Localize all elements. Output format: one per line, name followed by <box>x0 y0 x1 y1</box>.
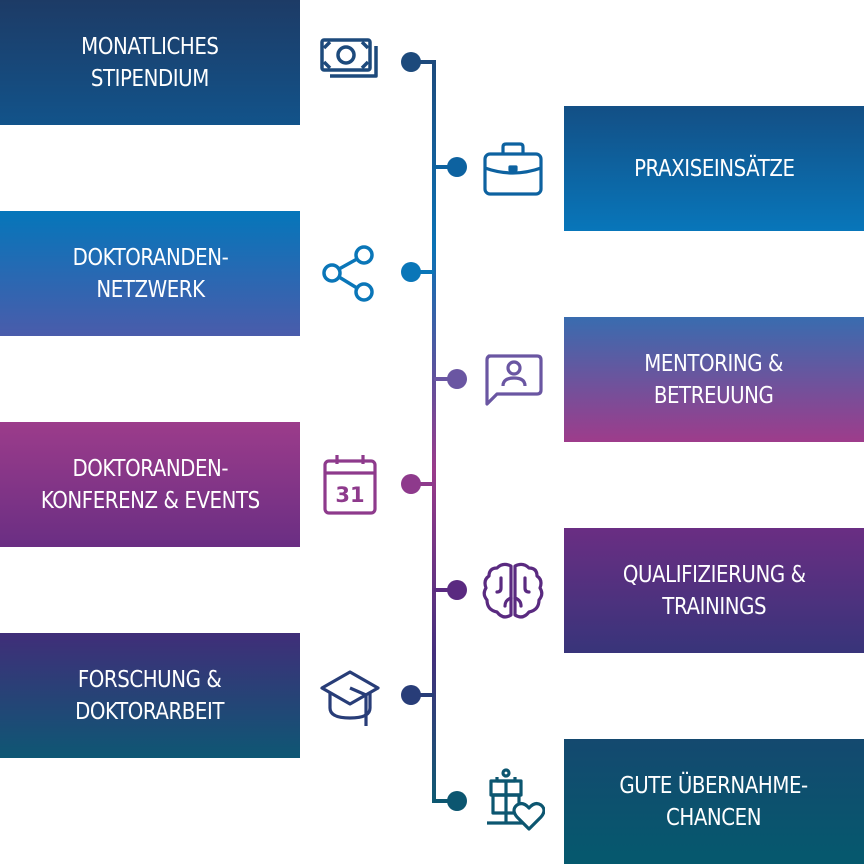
timeline-dot <box>401 685 421 705</box>
timeline-dot <box>447 791 467 811</box>
person-chat-icon <box>485 354 543 406</box>
timeline-dot <box>401 262 421 282</box>
benefit-label: QUALIFIZIERUNG & TRAININGS <box>622 561 806 620</box>
money-bills-icon <box>320 38 378 78</box>
benefit-box-uebernahme: GUTE ÜBERNAHME- CHANCEN <box>564 739 864 864</box>
timeline-dot <box>447 580 467 600</box>
timeline-dot <box>401 474 421 494</box>
benefit-label: PRAXISEINSÄTZE <box>633 155 795 182</box>
timeline-dot <box>447 369 467 389</box>
benefit-label: MONATLICHES STIPENDIUM <box>81 33 219 92</box>
timeline-dot <box>447 157 467 177</box>
benefit-label: DOKTORANDEN- KONFERENZ & EVENTS <box>40 455 260 514</box>
calendar-icon: 31 <box>323 455 377 515</box>
brain-icon <box>482 562 544 619</box>
benefit-box-forschung: FORSCHUNG & DOKTORARBEIT <box>0 633 300 758</box>
graduation-cap-icon <box>320 670 380 726</box>
benefit-label: FORSCHUNG & DOKTORARBEIT <box>75 666 225 725</box>
briefcase-icon <box>483 142 543 196</box>
share-network-icon <box>322 245 374 302</box>
benefit-box-netzwerk: DOKTORANDEN- NETZWERK <box>0 211 300 336</box>
benefit-box-stipendium: MONATLICHES STIPENDIUM <box>0 0 300 125</box>
benefit-label: GUTE ÜBERNAHME- CHANCEN <box>619 772 809 831</box>
calendar-day: 31 <box>335 483 364 507</box>
benefit-label: DOKTORANDEN- NETZWERK <box>72 244 228 303</box>
benefit-box-mentoring: MENTORING & BETREUUNG <box>564 317 864 442</box>
timeline-dot <box>401 52 421 72</box>
benefit-box-praxiseinsaetze: PRAXISEINSÄTZE <box>564 106 864 231</box>
benefit-box-qualifizierung: QUALIFIZIERUNG & TRAININGS <box>564 528 864 653</box>
benefit-label: MENTORING & BETREUUNG <box>644 350 784 409</box>
figure-heart-icon <box>487 768 545 831</box>
benefit-box-konferenz: DOKTORANDEN- KONFERENZ & EVENTS <box>0 422 300 547</box>
